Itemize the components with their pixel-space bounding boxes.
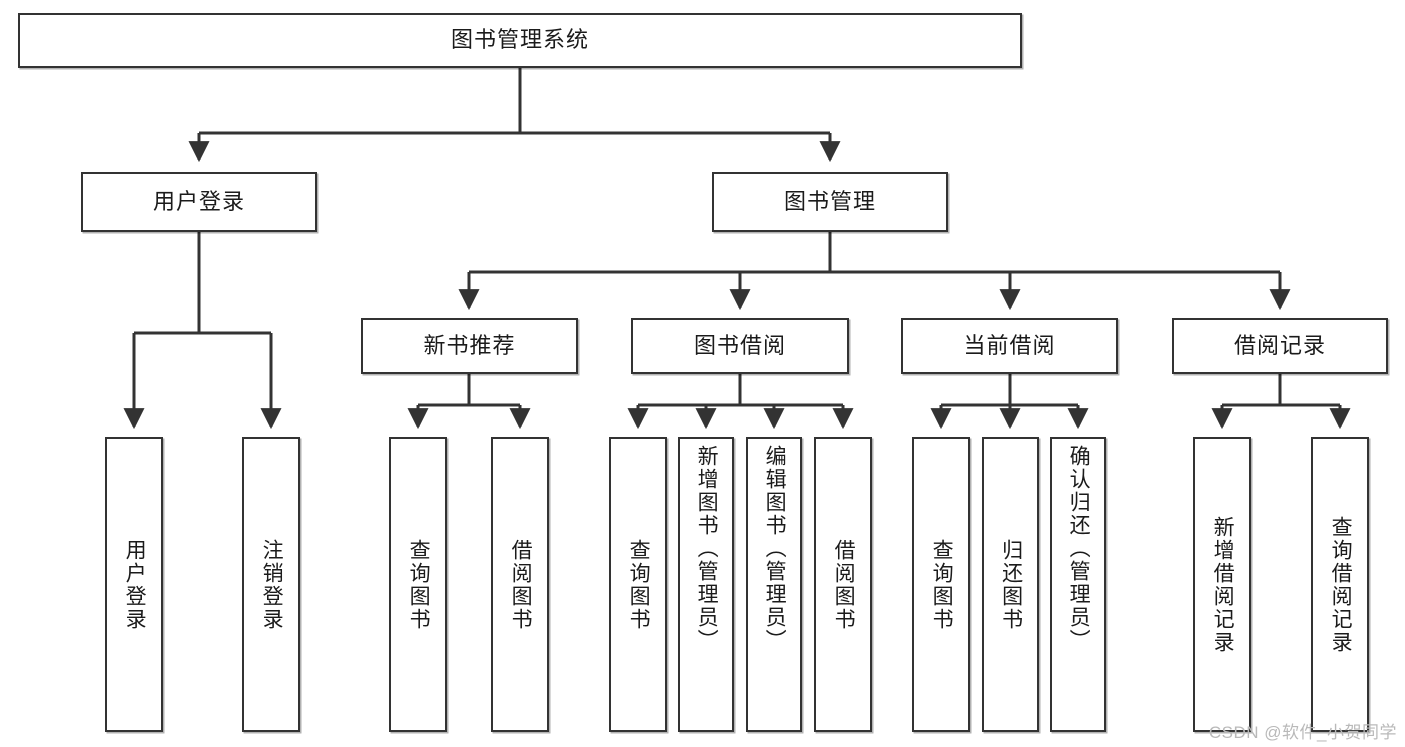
- leaf-current-borrow-1[interactable]: 归还图书: [982, 437, 1039, 732]
- node-root-label: 图书管理系统: [450, 27, 589, 53]
- leaf-current-borrow-1-label: 归还图书: [999, 538, 1023, 631]
- leaf-user-login-1[interactable]: 注销登录: [242, 437, 300, 732]
- leaf-label-wrap: 新增借阅记录: [1195, 439, 1249, 730]
- leaf-book-borrow-2-label: 编辑图书（管理员）: [763, 445, 787, 652]
- leaf-label-wrap: 查询借阅记录: [1313, 439, 1367, 730]
- node-book-manage[interactable]: 图书管理: [712, 172, 948, 232]
- leaf-borrow-record-0[interactable]: 新增借阅记录: [1193, 437, 1251, 732]
- node-new-book-rec[interactable]: 新书推荐: [361, 318, 578, 374]
- leaf-book-borrow-1-label: 新增图书（管理员）: [695, 445, 719, 652]
- leaf-book-borrow-2[interactable]: 编辑图书（管理员）: [746, 437, 802, 732]
- node-current-borrow-label: 当前借阅: [963, 332, 1056, 358]
- leaf-current-borrow-0-label: 查询图书: [930, 538, 954, 631]
- leaf-label-wrap: 查询图书: [914, 439, 968, 730]
- node-user-login[interactable]: 用户登录: [81, 172, 317, 232]
- leaf-user-login-1-label: 注销登录: [260, 538, 284, 631]
- leaf-current-borrow-2[interactable]: 确认归还（管理员）: [1050, 437, 1106, 732]
- node-borrow-record[interactable]: 借阅记录: [1172, 318, 1388, 374]
- leaf-label-wrap: 确认归还（管理员）: [1052, 439, 1104, 730]
- node-root[interactable]: 图书管理系统: [18, 13, 1022, 68]
- leaf-book-borrow-0[interactable]: 查询图书: [609, 437, 667, 732]
- leaf-new-book-rec-0[interactable]: 查询图书: [389, 437, 447, 732]
- leaf-label-wrap: 查询图书: [391, 439, 445, 730]
- leaf-borrow-record-0-label: 新增借阅记录: [1211, 515, 1235, 654]
- leaf-book-borrow-1[interactable]: 新增图书（管理员）: [678, 437, 734, 732]
- watermark-text: CSDN @软件_小贺同学: [1208, 723, 1397, 742]
- node-book-borrow[interactable]: 图书借阅: [631, 318, 849, 374]
- leaf-label-wrap: 编辑图书（管理员）: [748, 439, 800, 730]
- leaf-label-wrap: 注销登录: [244, 439, 298, 730]
- leaf-book-borrow-3-label: 借阅图书: [832, 538, 856, 631]
- leaf-borrow-record-1[interactable]: 查询借阅记录: [1311, 437, 1369, 732]
- node-borrow-record-label: 借阅记录: [1233, 332, 1326, 358]
- leaf-label-wrap: 用户登录: [107, 439, 161, 730]
- leaf-label-wrap: 借阅图书: [816, 439, 870, 730]
- node-current-borrow[interactable]: 当前借阅: [901, 318, 1118, 374]
- leaf-book-borrow-0-label: 查询图书: [627, 538, 651, 631]
- leaf-current-borrow-2-label: 确认归还（管理员）: [1067, 445, 1091, 652]
- leaf-borrow-record-1-label: 查询借阅记录: [1329, 515, 1353, 654]
- leaf-label-wrap: 借阅图书: [493, 439, 547, 730]
- leaf-new-book-rec-1[interactable]: 借阅图书: [491, 437, 549, 732]
- node-new-book-rec-label: 新书推荐: [423, 332, 516, 358]
- leaf-new-book-rec-0-label: 查询图书: [407, 538, 431, 631]
- leaf-new-book-rec-1-label: 借阅图书: [509, 538, 533, 631]
- leaf-label-wrap: 查询图书: [611, 439, 665, 730]
- leaf-label-wrap: 新增图书（管理员）: [680, 439, 732, 730]
- leaf-user-login-0-label: 用户登录: [123, 538, 147, 631]
- leaf-current-borrow-0[interactable]: 查询图书: [912, 437, 970, 732]
- leaf-book-borrow-3[interactable]: 借阅图书: [814, 437, 872, 732]
- node-user-login-label: 用户登录: [152, 188, 245, 214]
- leaf-user-login-0[interactable]: 用户登录: [105, 437, 163, 732]
- leaf-label-wrap: 归还图书: [984, 439, 1037, 730]
- node-book-manage-label: 图书管理: [783, 188, 876, 214]
- node-book-borrow-label: 图书借阅: [693, 332, 786, 358]
